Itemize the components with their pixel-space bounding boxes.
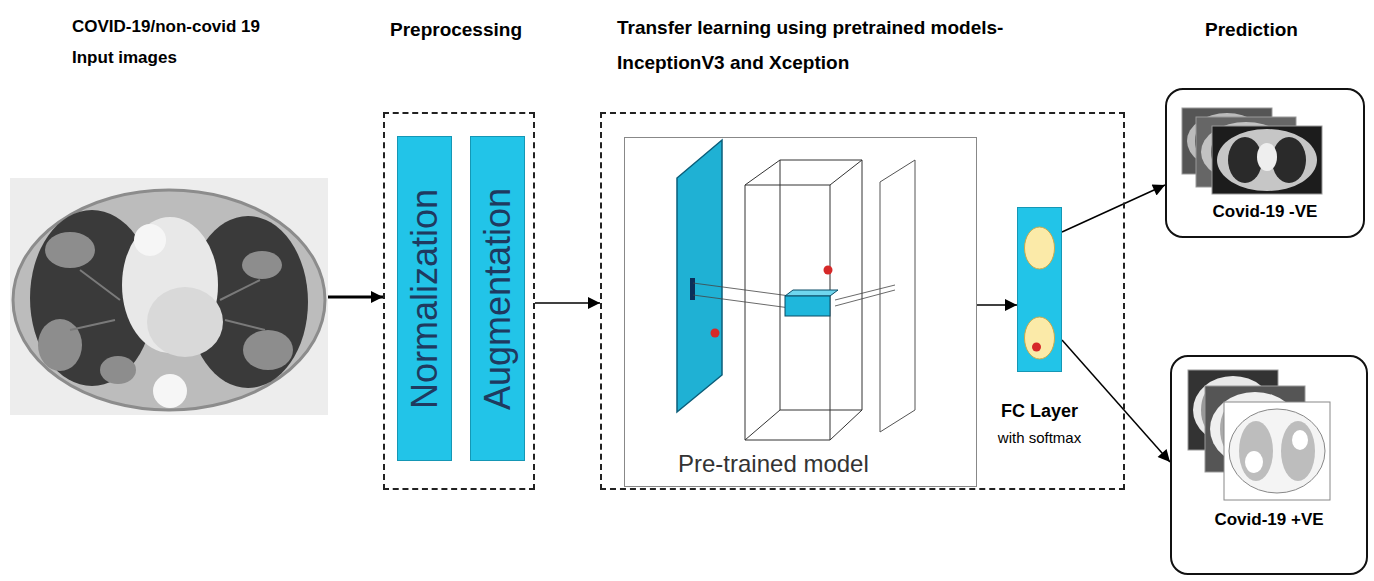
input-image-panel: COVID-19/non-covid 19 Input images [10, 178, 328, 415]
scan-body [13, 190, 325, 410]
scan-lung [1272, 137, 1306, 183]
scan-body [1229, 409, 1325, 493]
scan-ground [10, 178, 328, 415]
scan-spine [153, 374, 187, 408]
scan-opacity [1292, 430, 1308, 450]
fc-neurons [1018, 208, 1061, 371]
negative-scan-stack [1182, 108, 1322, 194]
node-heading: COVID-19/non-covid 19 Input images [72, 11, 262, 73]
plane-patch [690, 278, 695, 300]
node-heading: with softmax [998, 429, 1081, 447]
scan-heart [147, 287, 223, 357]
flow-arrow [328, 296, 383, 299]
vertical-label: Normalization [403, 188, 446, 408]
normalization-bar: Normalization [397, 136, 452, 461]
positive-scan-stack [1188, 370, 1330, 500]
scan-lung [1281, 421, 1315, 481]
neuron-dot [1032, 343, 1041, 352]
node-heading: Transfer learning using pretrained model… [617, 10, 1107, 80]
neuron-dot [711, 329, 720, 338]
flow-arrow [535, 302, 600, 304]
neuron-circle [1025, 227, 1055, 269]
fc-layer: FC Layerwith softmax [1017, 207, 1062, 372]
node-heading: Preprocessing [390, 16, 610, 44]
flow-arrow [1062, 185, 1165, 232]
kernel-box [785, 296, 830, 316]
ct-scan-image [10, 178, 328, 415]
feature-cuboid [745, 160, 862, 440]
output-plane [880, 160, 915, 432]
scan-opacity [45, 232, 95, 268]
scan-lung [1239, 421, 1273, 481]
network-illustration [677, 140, 915, 440]
scan-opacity [1245, 451, 1263, 473]
input-plane [677, 140, 722, 412]
neuron-dot [824, 266, 833, 275]
scan-opacity [242, 251, 282, 279]
scan-aorta [134, 224, 166, 256]
scan-opacity [38, 319, 82, 371]
column-heading: Prediction [1205, 16, 1298, 44]
node-label: Pre-trained model [678, 450, 869, 479]
scan-lung [1228, 137, 1262, 183]
preprocessing-frame: NormalizationAugmentationPreprocessing [383, 112, 535, 490]
augmentation-bar: Augmentation [470, 136, 525, 461]
flow-arrow [977, 304, 1017, 306]
node-heading: FC Layer [1001, 401, 1078, 423]
kernel-top [785, 290, 838, 296]
pretrained-model-box: Pre-trained model [624, 137, 977, 487]
transfer-learning-frame: Pre-trained modelFC Layerwith softmaxTra… [600, 112, 1125, 490]
neuron-circle [1025, 317, 1055, 359]
scan-thumb [1212, 126, 1322, 194]
scan-body [1217, 129, 1317, 191]
node-label: Covid-19 +VE [1214, 510, 1323, 530]
scan-heart [1257, 143, 1277, 171]
prediction-negative-box: Covid-19 -VE [1165, 88, 1365, 238]
scan-opacity [243, 330, 293, 370]
node-label: Covid-19 -VE [1213, 202, 1318, 222]
prediction-positive-box: Covid-19 +VE [1170, 355, 1368, 575]
scan-thumb [1224, 402, 1330, 500]
vertical-label: Augmentation [476, 187, 519, 409]
scan-opacity [100, 356, 136, 384]
